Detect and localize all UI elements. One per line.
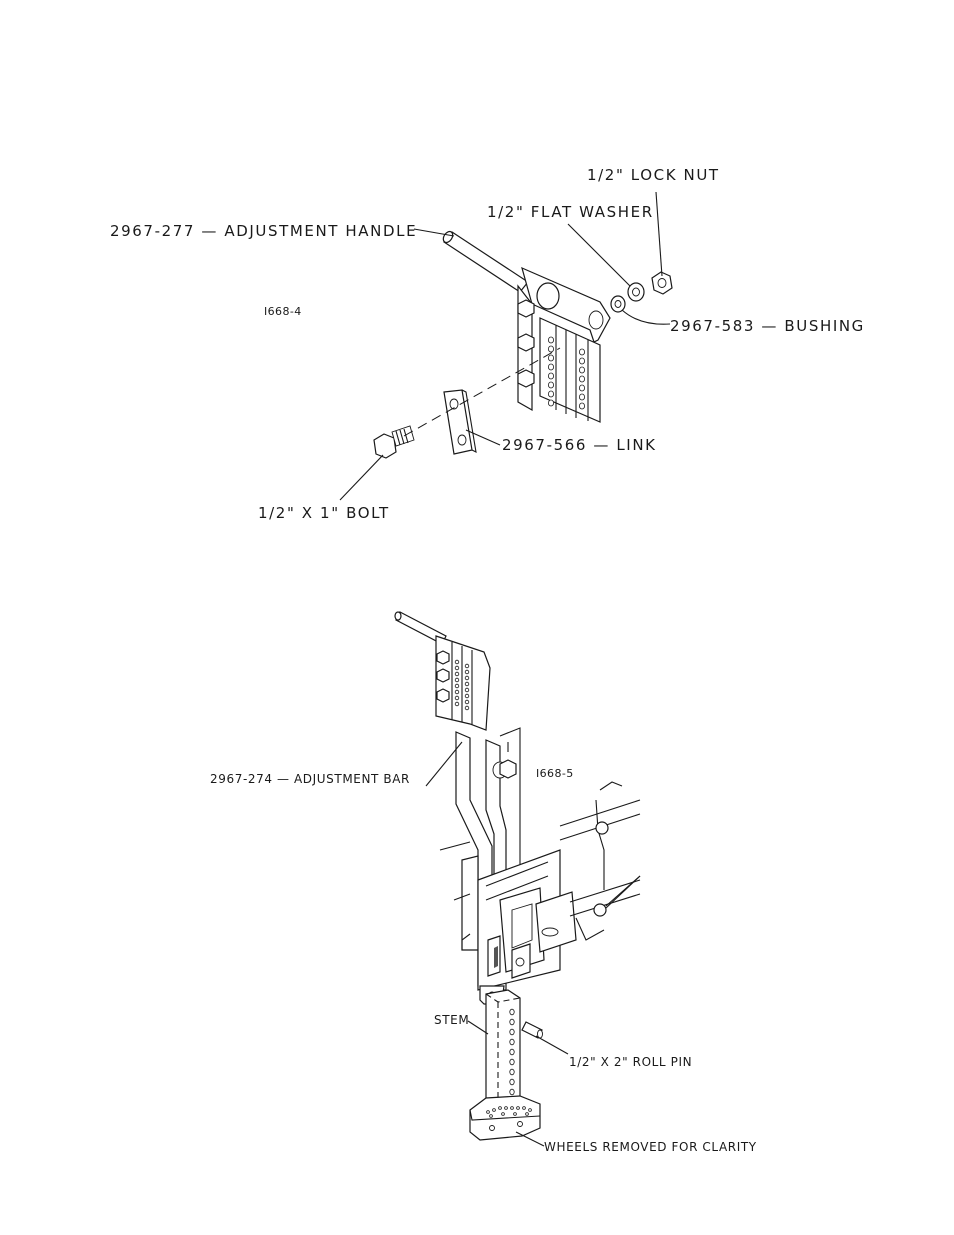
stem-holes xyxy=(510,1009,514,1095)
leader-lock-nut xyxy=(656,192,662,276)
label-stem: STEM xyxy=(434,1013,469,1027)
link-part xyxy=(444,390,476,454)
label-lock-nut: 1/2" LOCK NUT xyxy=(587,166,720,184)
label-bushing: 2967-583 — BUSHING xyxy=(670,317,865,335)
bushing-part xyxy=(611,296,625,312)
stem-part xyxy=(486,990,520,1104)
figure-id-1: I668-4 xyxy=(264,305,302,318)
figure-id-2: I668-5 xyxy=(536,767,574,780)
flat-washer-part xyxy=(628,283,644,301)
assembly-dashed-line xyxy=(404,348,560,436)
roll-pin-part xyxy=(522,1022,543,1038)
bracket-hex-bolts xyxy=(518,300,534,387)
leader-frame-right xyxy=(606,876,640,908)
leader-wheels-note xyxy=(516,1132,544,1146)
label-adjustment-bar: 2967-274 — ADJUSTMENT BAR xyxy=(210,772,410,786)
adjustment-handle-rod xyxy=(441,230,528,292)
leader-stem xyxy=(468,1021,488,1034)
figure-handle-exploded: 1/2" LOCK NUT 1/2" FLAT WASHER 2967-277 … xyxy=(110,166,865,522)
leader-bushing xyxy=(622,310,670,324)
figure-adjustment-assembly: 2967-274 — ADJUSTMENT BAR I668-5 STEM 1/… xyxy=(210,612,757,1154)
leader-roll-pin xyxy=(536,1036,568,1054)
label-wheels-note: WHEELS REMOVED FOR CLARITY xyxy=(544,1140,757,1154)
leader-bolt xyxy=(340,455,383,500)
label-flat-washer: 1/2" FLAT WASHER xyxy=(487,203,654,221)
leader-flat-washer xyxy=(568,224,630,286)
label-link: 2967-566 — LINK xyxy=(502,436,657,454)
assembly-upper-bracket xyxy=(436,636,490,730)
label-bolt: 1/2" X 1" BOLT xyxy=(258,504,390,522)
bolt-part xyxy=(374,426,414,458)
label-adjustment-handle: 2967-277 — ADJUSTMENT HANDLE xyxy=(110,222,417,240)
label-roll-pin: 1/2" X 2" ROLL PIN xyxy=(569,1055,692,1069)
caster-base xyxy=(470,1096,540,1140)
